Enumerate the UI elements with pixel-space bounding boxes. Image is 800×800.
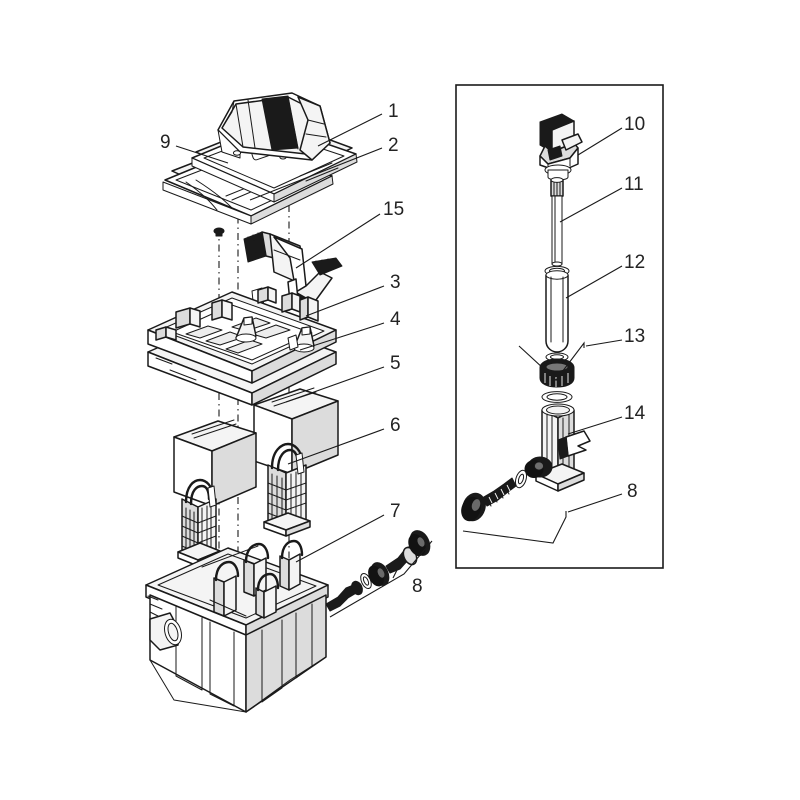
- callout-11: 11: [624, 174, 644, 195]
- callout-15: 15: [383, 199, 404, 220]
- foam-block-left: [173, 419, 257, 507]
- tank-internal-brackets: [201, 539, 304, 619]
- alignment-axes: [218, 200, 290, 612]
- part-screw-seal: [213, 227, 225, 237]
- leader-5: [285, 366, 385, 403]
- callout-7: 7: [390, 501, 401, 522]
- callout-3: 3: [390, 272, 401, 293]
- panel-grouping-brackets: [462, 341, 585, 544]
- part-5-filter-foam-block: [173, 387, 339, 507]
- leader-3: [305, 285, 385, 317]
- part-13-oring-nut-set: [539, 352, 575, 403]
- part-6-foam-retainer-cage: [177, 442, 311, 567]
- part-8-hose-fitting-set-left: [325, 530, 433, 618]
- part-1-lid-handle-cover: [217, 92, 331, 161]
- leader-12: [565, 265, 623, 299]
- tray-cone-b: [293, 326, 315, 353]
- hose-nozzle-small: [325, 580, 363, 612]
- part-8-hose-fitting-set-right: [461, 469, 528, 522]
- callout-5: 5: [390, 353, 401, 374]
- leader-10: [577, 127, 623, 156]
- callout-2: 2: [388, 135, 399, 156]
- leader-13: [585, 339, 623, 347]
- callout-14: 14: [624, 403, 646, 424]
- leader-8r: [567, 493, 623, 513]
- tray-cone-a: [235, 316, 257, 343]
- part-11-uvc-lamp-tube: [550, 177, 564, 267]
- knurled-cap-8r: [461, 492, 486, 522]
- callout-13: 13: [624, 326, 645, 347]
- leader-1: [317, 113, 383, 147]
- callout-8-left: 8: [412, 576, 423, 597]
- foam-block-right: [253, 387, 339, 475]
- part-10-uvc-lamp-head: [539, 113, 583, 181]
- leader-15: [295, 213, 381, 269]
- leader-14: [567, 416, 623, 435]
- tank-outlet-spout: [149, 612, 182, 651]
- leader-2: [249, 147, 383, 201]
- leader-7: [295, 514, 385, 563]
- retainer-cage-right: [263, 442, 311, 537]
- leader-11: [559, 187, 623, 223]
- leader-4: [299, 322, 385, 351]
- part-14-uvc-housing-bracket: [524, 403, 591, 492]
- callout-leader-lines: [175, 113, 623, 563]
- callout-10: 10: [624, 114, 645, 135]
- leader-6: [287, 428, 385, 465]
- callout-12: 12: [624, 252, 645, 273]
- part-3-4-filter-tray: [147, 286, 337, 406]
- callout-6: 6: [390, 415, 401, 436]
- callout-4: 4: [390, 309, 401, 330]
- part-12-quartz-glass-sleeve: [545, 270, 569, 353]
- callout-numbers: 1 2 9 15 3 4 5 6 7 8 10 11 12 13 14 8: [160, 101, 646, 597]
- callout-8-right: 8: [627, 481, 638, 502]
- callout-9: 9: [160, 132, 171, 153]
- knurled-nut-13: [539, 358, 575, 388]
- knurled-nut-a: [368, 562, 390, 587]
- callout-1: 1: [388, 101, 399, 122]
- tray-ribs: [155, 286, 319, 341]
- uvc-unit-exploded: [461, 113, 591, 544]
- housing-inlet-boss: [524, 456, 553, 478]
- part-7-filter-container-tank: [145, 539, 329, 713]
- leader-9: [175, 145, 229, 164]
- stepped-hose-nozzle: [481, 477, 517, 507]
- part-lid-assembly: [162, 92, 358, 225]
